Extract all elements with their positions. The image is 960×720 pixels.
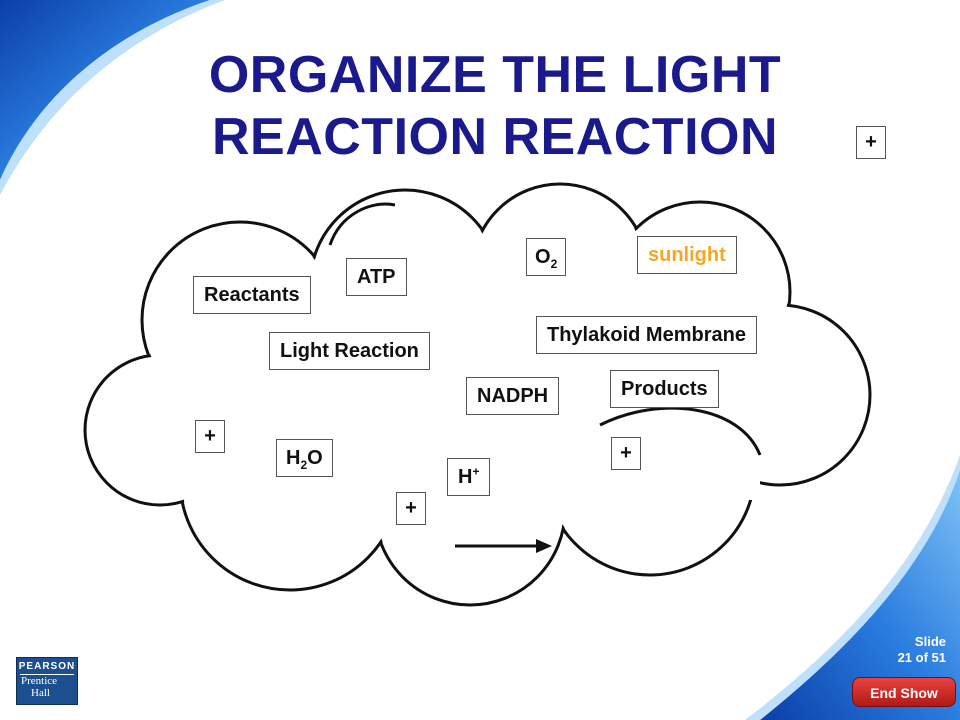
pearson-prentice-hall-logo: PEARSON Prentice Hall [16, 657, 78, 705]
nadph-label: NADPH [477, 385, 549, 407]
light-reaction-box[interactable]: Light Reaction [269, 332, 430, 370]
products-box[interactable]: Products [610, 370, 719, 408]
h2o-box[interactable]: H2O [276, 439, 333, 477]
atp-label: ATP [357, 266, 396, 288]
slide-title: ORGANIZE THE LIGHT REACTION REACTION [140, 44, 850, 168]
slide-counter-position: 21 of 51 [897, 650, 946, 665]
title-line-1: ORGANIZE THE LIGHT [208, 46, 782, 104]
nadph-box[interactable]: NADPH [466, 377, 560, 415]
thylakoid-membrane-label: Thylakoid Membrane [547, 324, 746, 346]
plus-box-bottom[interactable]: + [396, 492, 426, 525]
right-arrow-icon [455, 539, 552, 553]
atp-box[interactable]: ATP [346, 258, 407, 296]
o2-box[interactable]: O2 [526, 238, 567, 276]
h-plus-label: H+ [458, 464, 480, 488]
plus-box-right[interactable]: + [611, 437, 641, 470]
slide-counter: Slide 21 of 51 [898, 634, 946, 666]
sunlight-box[interactable]: sunlight [637, 236, 737, 274]
sunlight-label: sunlight [648, 244, 726, 266]
thylakoid-membrane-box[interactable]: Thylakoid Membrane [536, 316, 757, 354]
reactants-label: Reactants [204, 284, 300, 306]
reactants-box[interactable]: Reactants [193, 276, 311, 314]
plus-box-top-right[interactable]: + [856, 126, 886, 159]
h2o-label: H2O [286, 447, 323, 472]
products-label: Products [621, 378, 708, 400]
h-plus-box[interactable]: H+ [447, 458, 491, 496]
slide-counter-label: Slide [914, 634, 946, 649]
title-line-2: REACTION REACTION [211, 108, 779, 166]
light-reaction-label: Light Reaction [280, 340, 419, 362]
o2-label: O2 [535, 246, 558, 271]
plus-box-left[interactable]: + [195, 420, 225, 453]
end-show-button[interactable]: End Show [852, 677, 956, 707]
